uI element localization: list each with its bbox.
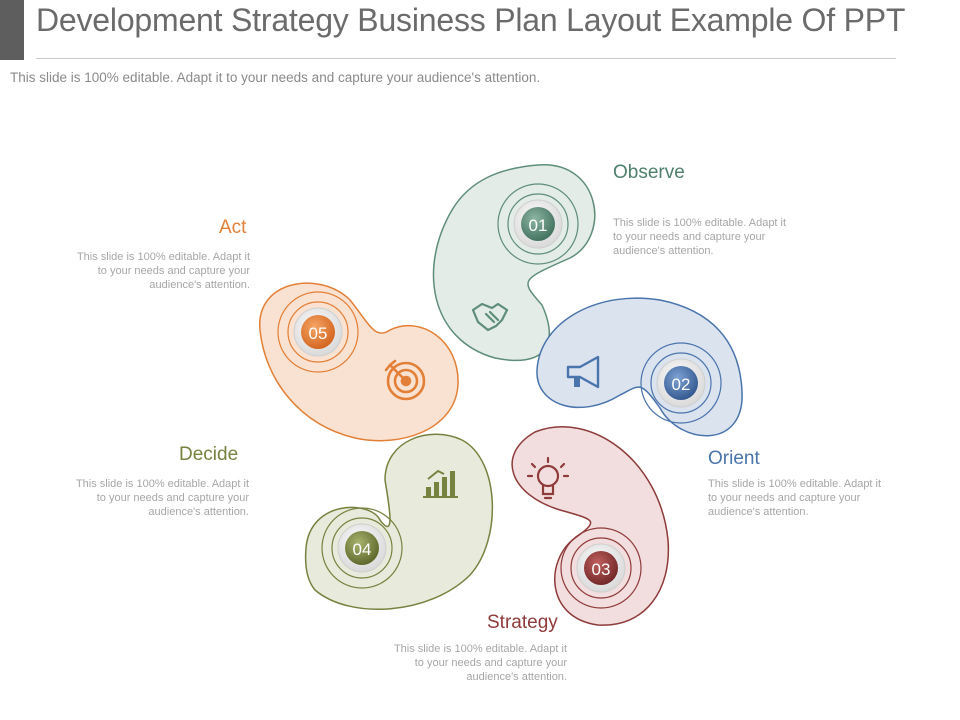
decide-segment: 04: [304, 433, 494, 611]
act-segment: 05: [259, 282, 459, 442]
act-title: Act: [219, 217, 247, 238]
orient-title: Orient: [708, 448, 760, 469]
decide-number-badge: [345, 531, 379, 565]
decide-description: This slide is 100% editable. Adapt it to…: [75, 478, 249, 518]
observe-description: This slide is 100% editable. Adapt it to…: [613, 217, 787, 257]
strategy-segment: 03: [511, 426, 670, 626]
act-number: 05: [309, 324, 328, 343]
page-title: Development Strategy Business Plan Layou…: [36, 2, 906, 38]
lightbulb-icon: [526, 456, 570, 500]
decide-number: 04: [353, 540, 372, 559]
orient-number-badge: [664, 366, 698, 400]
strategy-description: This slide is 100% editable. Adapt it to…: [393, 643, 567, 683]
handshake-icon: [471, 302, 509, 332]
decide-title: Decide: [179, 444, 239, 465]
act-description: This slide is 100% editable. Adapt it to…: [76, 251, 250, 291]
orient-description: This slide is 100% editable. Adapt it to…: [708, 478, 882, 518]
strategy-number-badge: [584, 551, 618, 585]
act-number-badge: [301, 315, 335, 349]
observe-segment: 01: [432, 164, 596, 362]
title-accent-bar: [0, 0, 24, 60]
target-icon: [384, 359, 426, 401]
page-subtitle: This slide is 100% editable. Adapt it to…: [10, 70, 541, 85]
observe-number-badge: [521, 207, 555, 241]
observe-number: 01: [529, 216, 548, 235]
bar-chart-icon: [423, 469, 458, 498]
strategy-number: 03: [592, 560, 611, 579]
orient-segment: 02: [536, 297, 743, 437]
title-divider: [36, 58, 896, 59]
orient-number: 02: [672, 375, 691, 394]
strategy-title: Strategy: [487, 612, 558, 633]
megaphone-icon: [566, 355, 600, 389]
observe-title: Observe: [613, 162, 685, 183]
